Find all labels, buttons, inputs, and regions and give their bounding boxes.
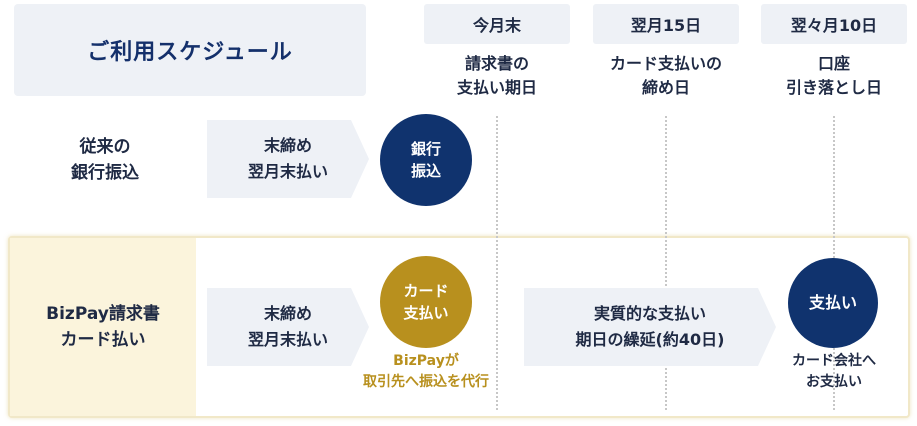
row-label-line: 銀行振込 xyxy=(71,163,139,183)
bizpay-terms-arrow: 末締め翌月末払い xyxy=(207,288,369,366)
subtitle-line: 締め日 xyxy=(641,78,690,97)
caption-line: カード会社へ xyxy=(792,353,876,369)
bizpay-label-background xyxy=(10,238,196,416)
bank-transfer-circle: 銀行振込 xyxy=(380,114,472,206)
bizpay-proxy-caption: BizPayが取引先へ振込を代行 xyxy=(326,351,526,397)
timeline-guide-month-end xyxy=(496,116,498,410)
arrow-line: 翌月末払い xyxy=(247,162,328,181)
schedule-title-text: ご利用スケジュール xyxy=(87,40,293,65)
column-header-10th: 翌々月10日 xyxy=(761,4,907,44)
subtitle-line: 口座 xyxy=(817,54,850,73)
row-label-bank: 従来の銀行振込 xyxy=(14,120,196,200)
row-label-bizpay: BizPay請求書カード払い xyxy=(10,238,196,416)
schedule-title: ご利用スケジュール xyxy=(14,4,366,96)
column-subtitle-10th: 口座引き落とし日 xyxy=(761,48,907,104)
circle-line: 振込 xyxy=(410,162,441,180)
column-header-15th-text: 翌月15日 xyxy=(630,16,702,35)
column-header-10th-text: 翌々月10日 xyxy=(790,16,878,35)
column-header-15th: 翌月15日 xyxy=(593,4,739,44)
arrow-line: 末締め xyxy=(263,304,312,323)
arrow-line: 末締め xyxy=(263,136,312,155)
row-label-line: 従来の xyxy=(79,137,131,157)
arrow-line: 実質的な支払い xyxy=(593,304,706,323)
arrow-line: 期日の繰延(約40日) xyxy=(575,330,725,349)
arrow-line: 翌月末払い xyxy=(247,330,328,349)
column-subtitle-15th: カード支払いの締め日 xyxy=(585,48,747,104)
circle-line: 支払い xyxy=(403,304,449,322)
card-company-caption: カード会社へお支払い xyxy=(756,351,912,397)
caption-line: 取引先へ振込を代行 xyxy=(363,374,489,390)
subtitle-line: 引き落とし日 xyxy=(785,78,882,97)
circle-line: 支払い xyxy=(808,293,857,312)
subtitle-line: 支払い期日 xyxy=(456,78,537,97)
row-label-line: カード払い xyxy=(60,330,146,350)
caption-line: お支払い xyxy=(806,374,862,390)
row-label-line: BizPay請求書 xyxy=(46,304,160,324)
subtitle-line: 請求書の xyxy=(464,54,529,73)
circle-line: 銀行 xyxy=(410,140,441,158)
column-header-month-end: 今月末 xyxy=(424,4,570,44)
column-subtitle-month-end: 請求書の支払い期日 xyxy=(424,48,570,104)
column-header-month-end-text: 今月末 xyxy=(472,16,521,35)
caption-line: BizPayが xyxy=(393,353,459,369)
deferral-arrow: 実質的な支払い期日の繰延(約40日) xyxy=(524,288,776,366)
bank-terms-arrow: 末締め翌月末払い xyxy=(207,120,369,198)
timeline-guide-15th xyxy=(665,116,667,410)
final-payment-circle: 支払い xyxy=(788,258,878,348)
circle-line: カード xyxy=(403,282,449,300)
subtitle-line: カード支払いの xyxy=(609,54,722,73)
card-payment-circle: カード支払い xyxy=(380,256,472,348)
